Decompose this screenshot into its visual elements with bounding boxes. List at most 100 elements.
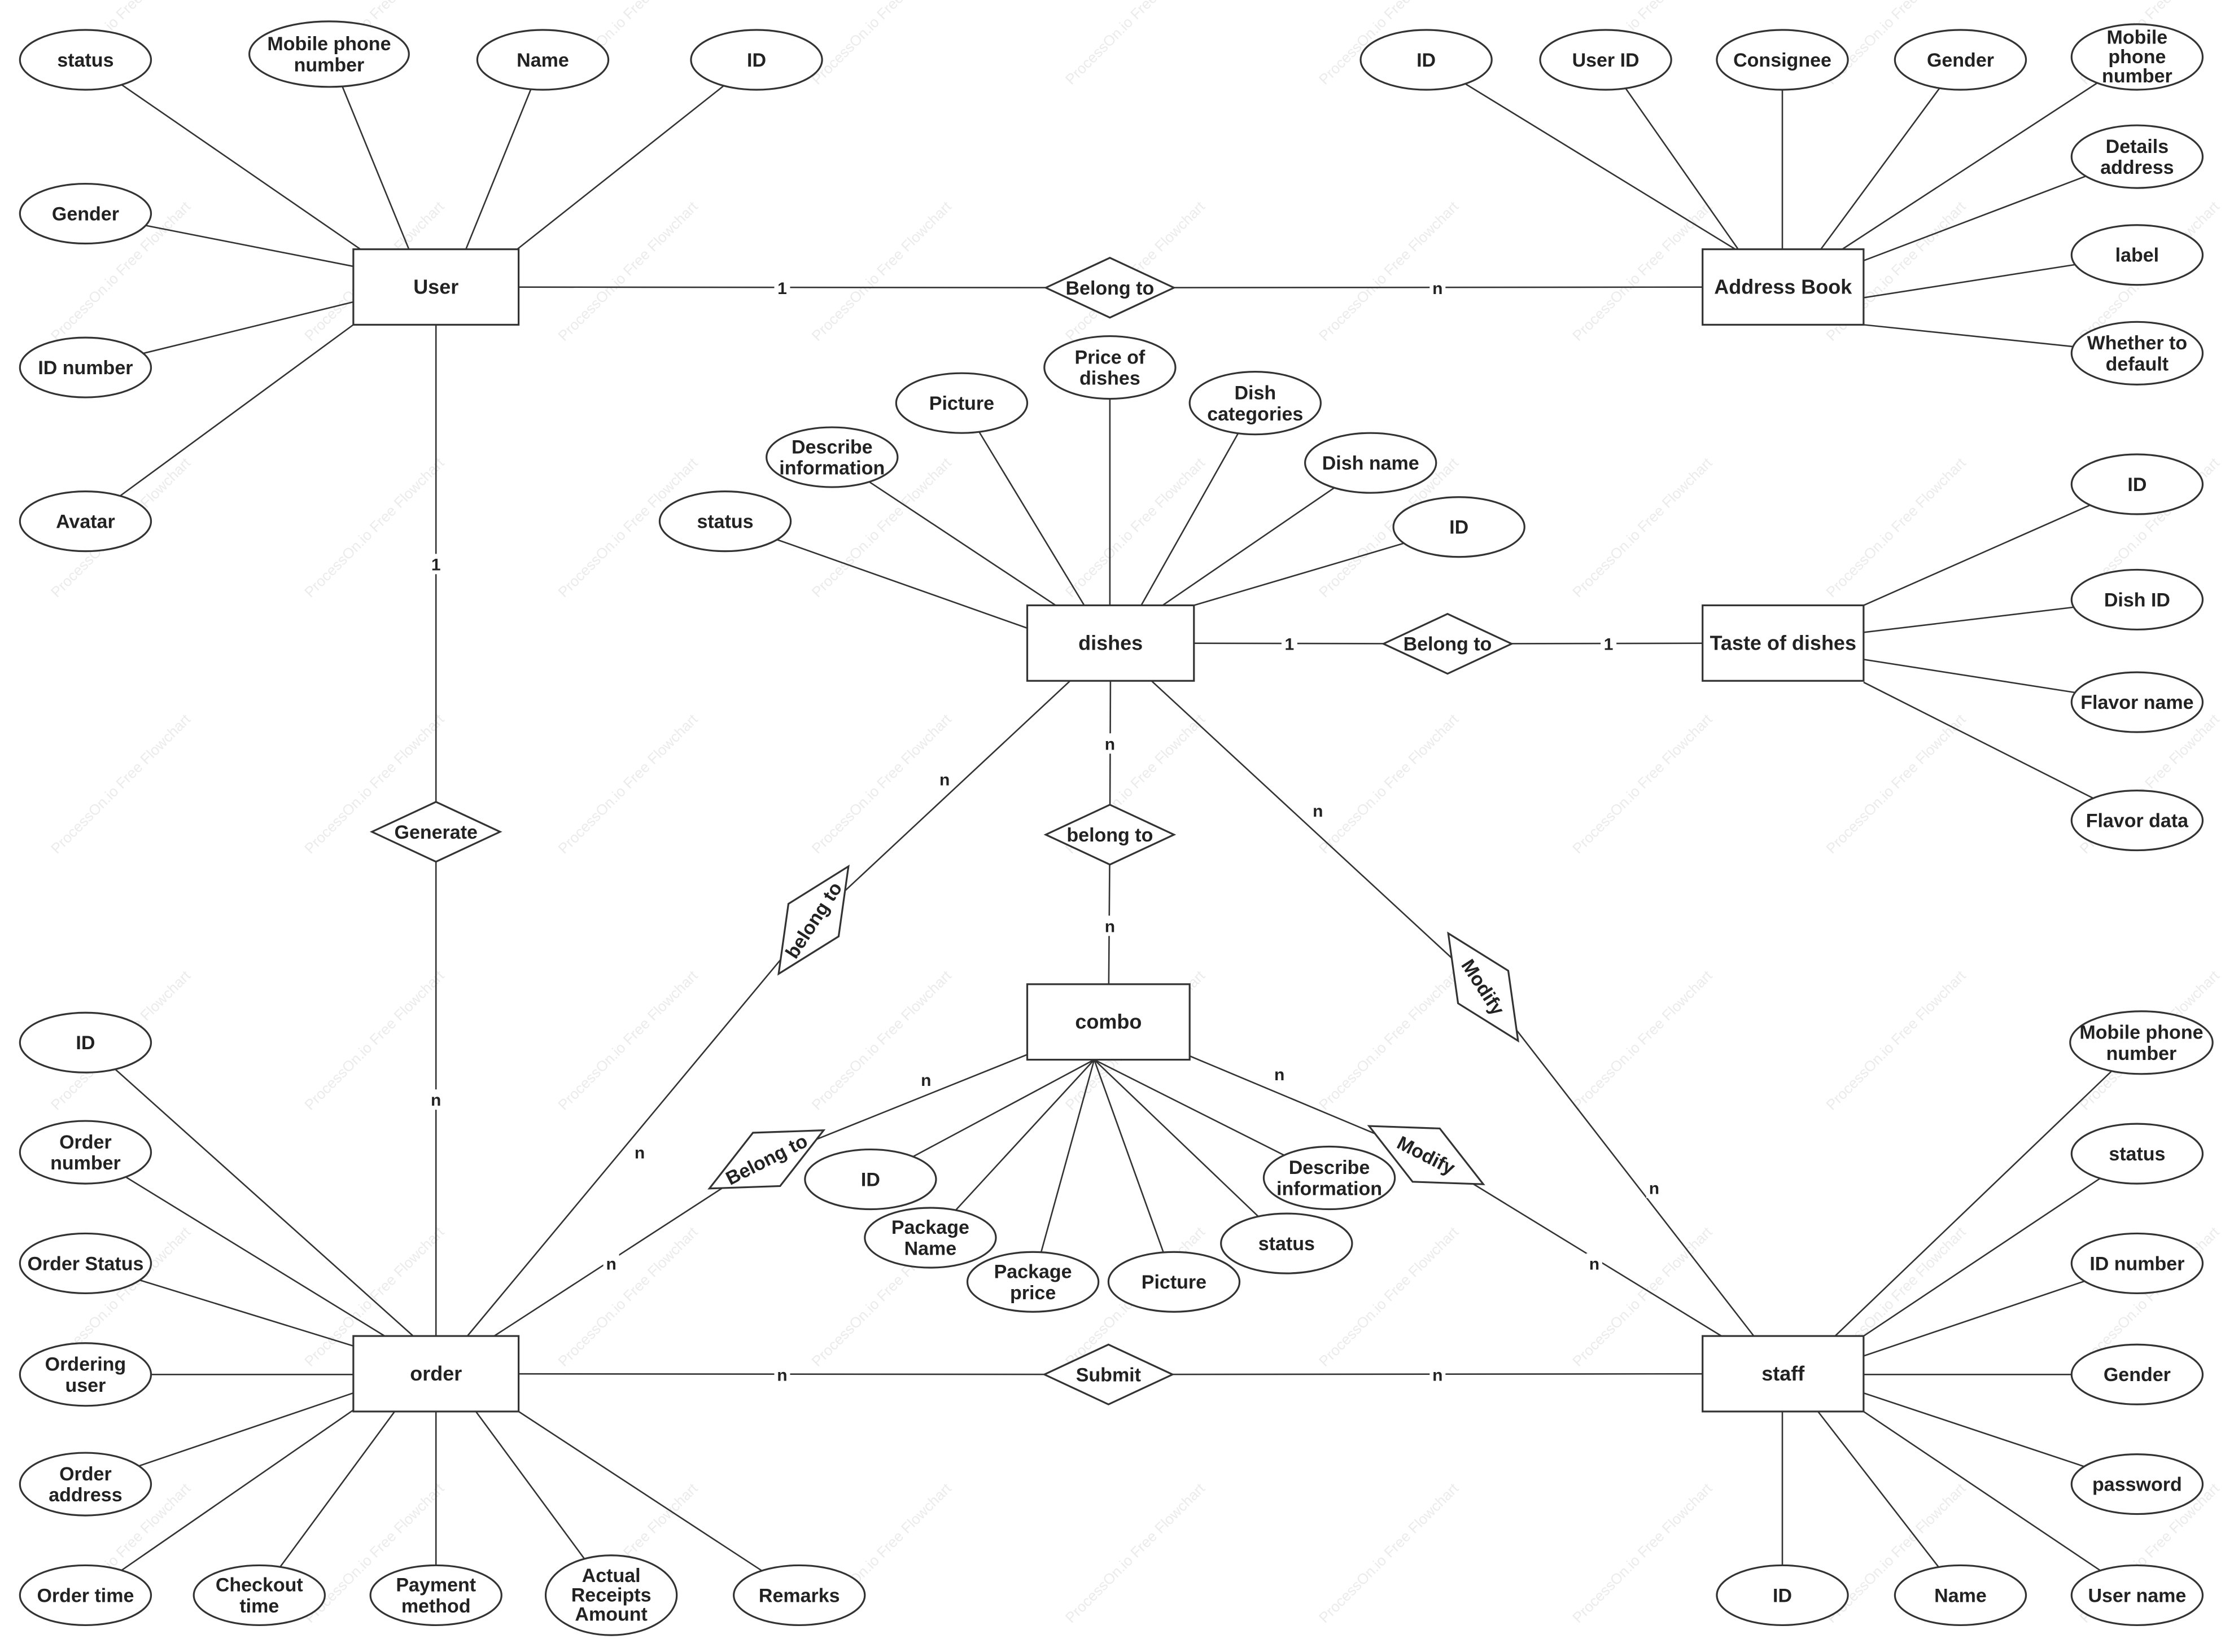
attribute-staff[interactable]: password (2070, 1453, 2204, 1515)
attribute-order[interactable]: Remarks (733, 1564, 866, 1627)
relationship-user-address[interactable]: Belong to (1043, 257, 1177, 319)
entity-order[interactable]: order (352, 1335, 520, 1413)
attribute-label-line: Remarks (759, 1585, 840, 1606)
attribute-label-line: ID (861, 1169, 880, 1190)
attribute-staff[interactable]: User name (2070, 1564, 2204, 1627)
attribute-user[interactable]: Name (476, 29, 610, 91)
attribute-label-line: status (1258, 1233, 1315, 1255)
attribute-staff[interactable]: status (2070, 1123, 2204, 1185)
attr-link-staff (1834, 1070, 2113, 1337)
attribute-dishes[interactable]: ID (1392, 496, 1525, 558)
entity-user[interactable]: User (352, 248, 520, 326)
attribute-ellipse (804, 1148, 937, 1211)
relationship-order-staff[interactable]: Submit (1042, 1343, 1175, 1406)
attribute-staff[interactable]: Name (1894, 1564, 2027, 1627)
attribute-address_book[interactable]: User ID (1539, 29, 1672, 91)
relationship-dish-taste[interactable]: Belong to (1381, 612, 1514, 675)
entity-dishes[interactable]: dishes (1026, 604, 1195, 682)
attribute-address_book[interactable]: label (2070, 224, 2204, 286)
entity-taste[interactable]: Taste of dishes (1702, 604, 1865, 682)
attribute-user[interactable]: Avatar (19, 490, 152, 553)
attribute-label-line: Dish name (1322, 453, 1419, 474)
attribute-label-line: Describe (1289, 1157, 1370, 1178)
attribute-label: ID (1417, 50, 1436, 71)
entity-combo[interactable]: combo (1026, 983, 1191, 1061)
attribute-staff[interactable]: ID (1716, 1564, 1849, 1627)
attribute-combo[interactable]: ID (804, 1148, 937, 1211)
attribute-address_book[interactable]: Consignee (1716, 29, 1849, 91)
watermark-text: ProcessOn.io Free Flowchart (554, 967, 701, 1114)
entity-label: combo (1075, 1010, 1142, 1033)
relationship-user-order[interactable]: Generate (369, 801, 502, 863)
attr-link-order (475, 1411, 585, 1559)
cardinality-label: 1 (428, 554, 444, 575)
attr-link-user (342, 86, 410, 250)
attribute-address_book[interactable]: Gender (1894, 29, 2027, 91)
relationship-combo-staff[interactable]: Modify (1356, 1099, 1497, 1211)
attr-link-combo (912, 1059, 1095, 1158)
watermark-text: ProcessOn.io Free Flowchart (554, 711, 701, 857)
cardinality-text: n (1274, 1066, 1284, 1084)
cardinality-label: n (918, 1069, 934, 1090)
attribute-combo[interactable]: status (1220, 1212, 1353, 1274)
attribute-user[interactable]: Gender (19, 182, 152, 245)
entity-address-book[interactable]: Address Book (1702, 248, 1865, 326)
attribute-order[interactable]: Order Status (19, 1232, 152, 1295)
attribute-ellipse (19, 1120, 152, 1185)
watermark-text: ProcessOn.io Free Flowchart (808, 198, 955, 344)
attribute-dishes[interactable]: Picture (895, 372, 1029, 434)
relationship-dish-staff[interactable]: Modify (1423, 917, 1544, 1057)
attribute-ellipse (1188, 371, 1322, 436)
attribute-staff[interactable]: Gender (2070, 1343, 2204, 1405)
attribute-order[interactable]: Order time (19, 1564, 152, 1627)
relationship-dish-combo[interactable]: belong to (1043, 804, 1177, 866)
relationship-dish-order[interactable]: belong to (754, 850, 874, 990)
attribute-user[interactable]: ID number (19, 336, 152, 398)
watermark-text: ProcessOn.io Free Flowchart (1822, 711, 1969, 857)
entity-staff[interactable]: staff (1702, 1335, 1865, 1413)
attribute-address_book[interactable]: ID (1359, 29, 1493, 91)
watermark-text: ProcessOn.io Free Flowchart (1569, 454, 1716, 601)
attribute-staff[interactable]: ID number (2070, 1232, 2204, 1295)
cardinality-text: n (921, 1071, 931, 1090)
attribute-dishes[interactable]: Dish name (1304, 432, 1437, 494)
attribute-label: Avatar (56, 511, 115, 533)
attribute-ellipse (2070, 568, 2204, 631)
attribute-dishes[interactable]: status (658, 490, 792, 553)
attribute-user[interactable]: status (19, 29, 152, 91)
attribute-combo[interactable]: Picture (1107, 1251, 1241, 1313)
attribute-order[interactable]: ID (19, 1011, 152, 1073)
attribute-user[interactable]: ID (690, 29, 823, 91)
attribute-taste[interactable]: Flavor data (2070, 789, 2204, 852)
relationship-combo-order[interactable]: Belong to (696, 1103, 837, 1215)
watermark-text: ProcessOn.io Free Flowchart (47, 711, 194, 857)
attribute-taste[interactable]: Dish ID (2070, 568, 2204, 631)
attr-link-taste (1863, 659, 2075, 694)
attribute-taste[interactable]: Flavor name (2070, 671, 2204, 733)
attribute-taste[interactable]: ID (2070, 453, 2204, 515)
attribute-label: Dish name (1322, 453, 1419, 474)
attribute-ellipse (19, 1452, 152, 1517)
